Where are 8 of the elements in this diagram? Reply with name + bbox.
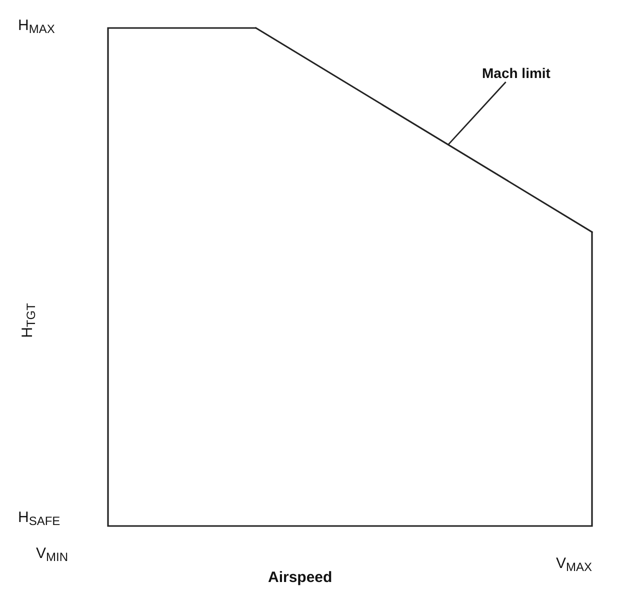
callout-text: Mach limit [482,66,550,80]
axis-value-label: V$_{MAX}$ [556,556,592,573]
leader-line [448,82,506,146]
axis-value-label: H$_{SAFE}$ [18,510,60,527]
axis-value-label: V$_{MIN}$ [36,546,68,563]
mach-limit-line [255,27,593,233]
axis-title: Airspeed [268,570,332,585]
axis-value-label: H$_{MAX}$ [18,18,55,35]
